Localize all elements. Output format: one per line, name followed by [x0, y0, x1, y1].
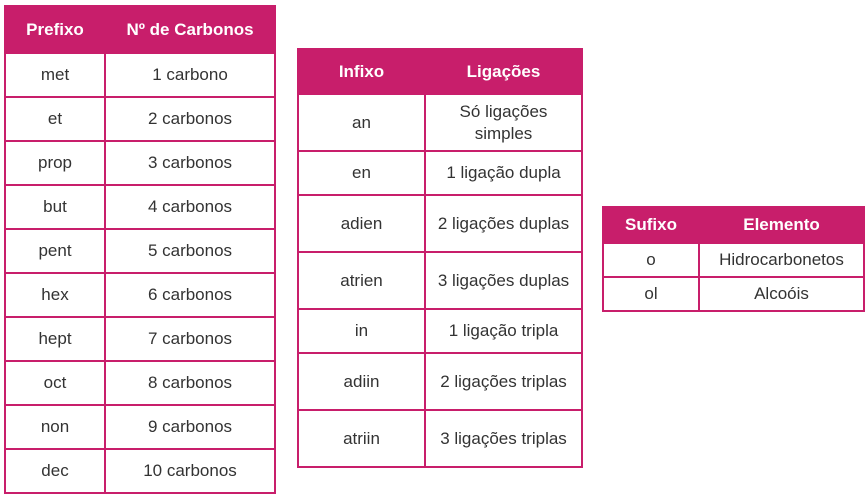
table-row: non 9 carbonos	[4, 404, 276, 450]
table-row: oct 8 carbonos	[4, 360, 276, 406]
header-infixo: Infixo	[297, 49, 425, 94]
carbon-count-cell: 1 carbono	[104, 52, 276, 98]
table-row: hex 6 carbonos	[4, 272, 276, 318]
table-row: atrien 3 ligações duplas	[297, 251, 583, 310]
table-row: met 1 carbono	[4, 52, 276, 98]
carbon-count-cell: 10 carbonos	[104, 448, 276, 494]
table-row: en 1 ligação dupla	[297, 150, 583, 196]
table-row: prop 3 carbonos	[4, 140, 276, 186]
table-row: et 2 carbonos	[4, 96, 276, 142]
table-row: an Só ligações simples	[297, 93, 583, 152]
bond-cell: 3 ligações triplas	[424, 409, 583, 468]
prefix-cell: hex	[4, 272, 106, 318]
prefix-cell: et	[4, 96, 106, 142]
table-row: dec 10 carbonos	[4, 448, 276, 494]
bond-cell: 1 ligação dupla	[424, 150, 583, 196]
table-row: adiin 2 ligações triplas	[297, 352, 583, 411]
prefix-cell: oct	[4, 360, 106, 406]
element-cell: Hidrocarbonetos	[698, 242, 865, 278]
table-row: adien 2 ligações duplas	[297, 194, 583, 253]
carbon-count-cell: 9 carbonos	[104, 404, 276, 450]
bond-cell: Só ligações simples	[424, 93, 583, 152]
table-row: but 4 carbonos	[4, 184, 276, 230]
prefix-table-header: Prefixo Nº de Carbonos	[4, 6, 275, 53]
table-row: o Hidrocarbonetos	[602, 242, 865, 278]
carbon-count-cell: 2 carbonos	[104, 96, 276, 142]
prefix-table: Prefixo Nº de Carbonos met 1 carbono et …	[4, 5, 276, 494]
bond-cell: 2 ligações triplas	[424, 352, 583, 411]
prefix-cell: prop	[4, 140, 106, 186]
table-row: ol Alcoóis	[602, 276, 865, 312]
table-row: hept 7 carbonos	[4, 316, 276, 362]
suffix-table-header: Sufixo Elemento	[602, 207, 864, 243]
prefix-cell: but	[4, 184, 106, 230]
carbon-count-cell: 5 carbonos	[104, 228, 276, 274]
infix-cell: atrien	[297, 251, 426, 310]
carbon-count-cell: 3 carbonos	[104, 140, 276, 186]
prefix-cell: met	[4, 52, 106, 98]
prefix-cell: hept	[4, 316, 106, 362]
bond-cell: 3 ligações duplas	[424, 251, 583, 310]
carbon-count-cell: 6 carbonos	[104, 272, 276, 318]
carbon-count-cell: 4 carbonos	[104, 184, 276, 230]
header-elemento: Elemento	[698, 207, 864, 243]
infix-cell: adiin	[297, 352, 426, 411]
infix-table: Infixo Ligações an Só ligações simples e…	[297, 48, 583, 468]
bond-cell: 1 ligação tripla	[424, 308, 583, 354]
element-cell: Alcoóis	[698, 276, 865, 312]
header-numero-carbonos: Nº de Carbonos	[104, 6, 275, 53]
table-row: pent 5 carbonos	[4, 228, 276, 274]
infix-cell: adien	[297, 194, 426, 253]
prefix-cell: pent	[4, 228, 106, 274]
table-row: atriin 3 ligações triplas	[297, 409, 583, 468]
table-row: in 1 ligação tripla	[297, 308, 583, 354]
infix-cell: an	[297, 93, 426, 152]
bond-cell: 2 ligações duplas	[424, 194, 583, 253]
header-prefixo: Prefixo	[4, 6, 105, 53]
prefix-cell: dec	[4, 448, 106, 494]
suffix-table: Sufixo Elemento o Hidrocarbonetos ol Alc…	[602, 206, 865, 312]
suffix-cell: o	[602, 242, 700, 278]
carbon-count-cell: 7 carbonos	[104, 316, 276, 362]
carbon-count-cell: 8 carbonos	[104, 360, 276, 406]
infix-cell: atriin	[297, 409, 426, 468]
infix-cell: in	[297, 308, 426, 354]
infix-table-header: Infixo Ligações	[297, 49, 582, 94]
header-ligacoes: Ligações	[424, 49, 582, 94]
infix-cell: en	[297, 150, 426, 196]
header-sufixo: Sufixo	[602, 207, 699, 243]
suffix-cell: ol	[602, 276, 700, 312]
prefix-cell: non	[4, 404, 106, 450]
